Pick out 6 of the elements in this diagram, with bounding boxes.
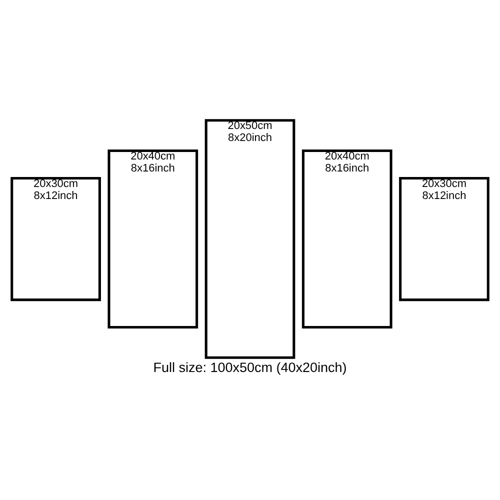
caption: Full size: 100x50cm (40x20inch) [153,360,347,375]
node-box: 20x40cm 8x16inch [108,150,198,329]
node-box: 20x40cm 8x16inch [302,150,392,329]
node-box: 20x30cm 8x12inch [10,176,101,302]
node-box: 20x50cm 8x20inch [204,119,296,359]
node-box: 20x30cm 8x12inch [399,176,490,302]
